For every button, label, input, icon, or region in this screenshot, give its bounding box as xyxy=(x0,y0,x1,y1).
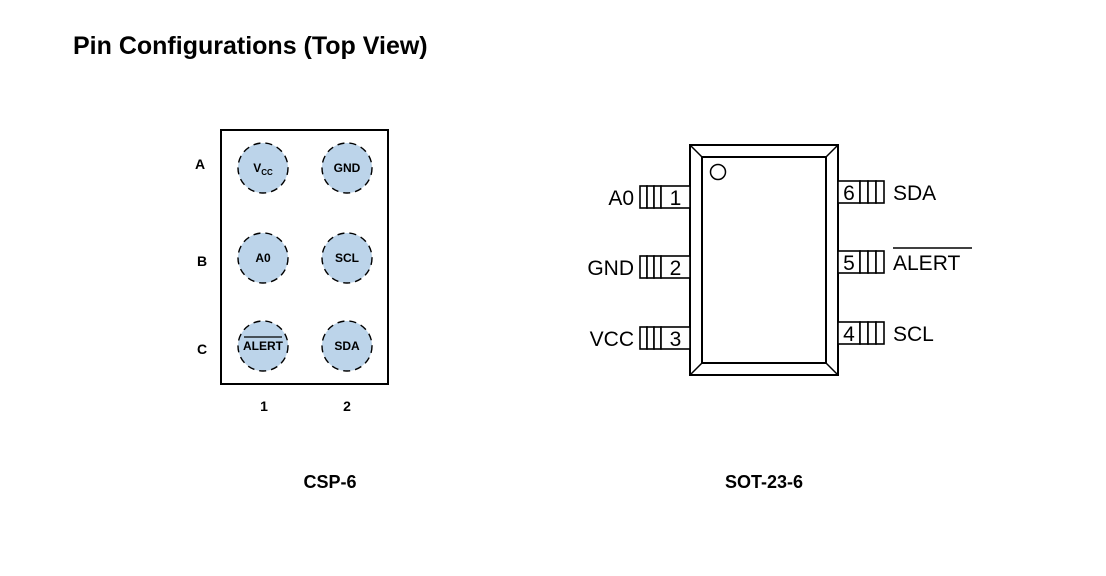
sot-pin-4: 4 SCL xyxy=(837,321,934,346)
csp-row-label-b: B xyxy=(197,253,207,269)
sot-body-outer xyxy=(689,144,839,376)
sot-pin-1: 1 A0 xyxy=(608,185,691,210)
sot-pin-number: 5 xyxy=(843,252,855,275)
csp-ball-a1: VCC xyxy=(237,142,289,194)
csp-ball-label: SCL xyxy=(335,251,359,265)
csp-ball-b1: A0 xyxy=(237,232,289,284)
pin-lead-segment xyxy=(653,255,662,279)
page-title: Pin Configurations (Top View) xyxy=(73,32,428,60)
pin-lead-segment xyxy=(867,321,877,345)
sot-pin-6: 6 SDA xyxy=(837,180,936,205)
pin-lead-segment xyxy=(646,326,655,350)
csp-ball-pad xyxy=(237,142,289,194)
sot-pin-number: 6 xyxy=(843,182,855,205)
sot-pin-number: 3 xyxy=(670,328,682,351)
sot-pin-name: GND xyxy=(587,257,634,280)
pin-lead-segment xyxy=(875,250,885,274)
csp-ball-pad xyxy=(321,232,373,284)
csp-package-label: CSP-6 xyxy=(303,472,356,492)
csp-ball-pad xyxy=(321,142,373,194)
csp-ball-a2: GND xyxy=(321,142,373,194)
csp-ball-pad xyxy=(237,232,289,284)
csp-ball-b2: SCL xyxy=(321,232,373,284)
pin-lead-segment xyxy=(867,180,877,204)
pin-lead-segment xyxy=(646,255,655,279)
pin-lead-segment xyxy=(653,185,662,209)
csp-ball-label-sub: CC xyxy=(261,168,273,177)
sot-pin-name: SDA xyxy=(893,182,936,205)
sot-package-label: SOT-23-6 xyxy=(725,472,803,492)
pin-number-box xyxy=(660,185,691,209)
pin-lead-segment xyxy=(646,185,655,209)
pin-lead-segment xyxy=(639,185,648,209)
csp-ball-c1: ALERT xyxy=(237,320,289,372)
csp-row-label-a: A xyxy=(195,156,205,172)
sot-pin-2: 2 GND xyxy=(587,255,691,280)
csp-ball-grid: VCC GND A0 SCL ALERT SDA xyxy=(237,142,373,372)
sot-pin-5: 5 ALERT xyxy=(837,247,972,275)
pin-lead-segment xyxy=(639,255,648,279)
pin-lead-segment xyxy=(875,180,885,204)
sot-pin-3: 3 VCC xyxy=(590,326,691,351)
pin-number-box xyxy=(660,326,691,350)
csp-ball-c2: SDA xyxy=(321,320,373,372)
csp-ball-label: GND xyxy=(334,161,361,175)
csp-ball-label: ALERT xyxy=(243,339,284,353)
csp-row-label-c: C xyxy=(197,341,207,357)
pin-lead-segment xyxy=(653,326,662,350)
pin-lead-segment xyxy=(875,321,885,345)
csp-ball-label: SDA xyxy=(334,339,360,353)
sot-pin-name: VCC xyxy=(590,328,634,351)
csp-ball-label-main: V xyxy=(253,161,261,175)
sot-pin-number: 2 xyxy=(670,257,682,280)
sot-pin-name: SCL xyxy=(893,323,934,346)
csp-6-package: VCC GND A0 SCL ALERT SDA A B C 1 2 CSP-6 xyxy=(195,129,389,492)
pin-lead-segment xyxy=(639,326,648,350)
csp-ball-label: A0 xyxy=(255,251,271,265)
csp-ball-pad xyxy=(237,320,289,372)
csp-col-label-1: 1 xyxy=(260,398,268,414)
sot-pins: 1 A0 2 GND 3 VCC 6 SDA 5 ALERT 4 SCL xyxy=(587,180,972,351)
pin-lead-segment xyxy=(859,321,869,345)
sot-pin-number: 4 xyxy=(843,323,855,346)
pin-number-box xyxy=(660,255,691,279)
pin-lead-segment xyxy=(859,250,869,274)
sot-pin-name: ALERT xyxy=(893,252,960,275)
pin1-indicator-dot xyxy=(709,163,727,181)
pin-lead-segment xyxy=(867,250,877,274)
csp-ball-pad xyxy=(321,320,373,372)
csp-col-label-2: 2 xyxy=(343,398,351,414)
sot-body-inner xyxy=(701,156,827,364)
sot-pin-number: 1 xyxy=(670,187,682,210)
csp-ball-label: VCC xyxy=(253,161,273,177)
sot-23-6-package: 1 A0 2 GND 3 VCC 6 SDA 5 ALERT 4 SCL SOT-23-6 xyxy=(587,144,972,492)
sot-pin-name: A0 xyxy=(608,187,634,210)
pin-lead-segment xyxy=(859,180,869,204)
